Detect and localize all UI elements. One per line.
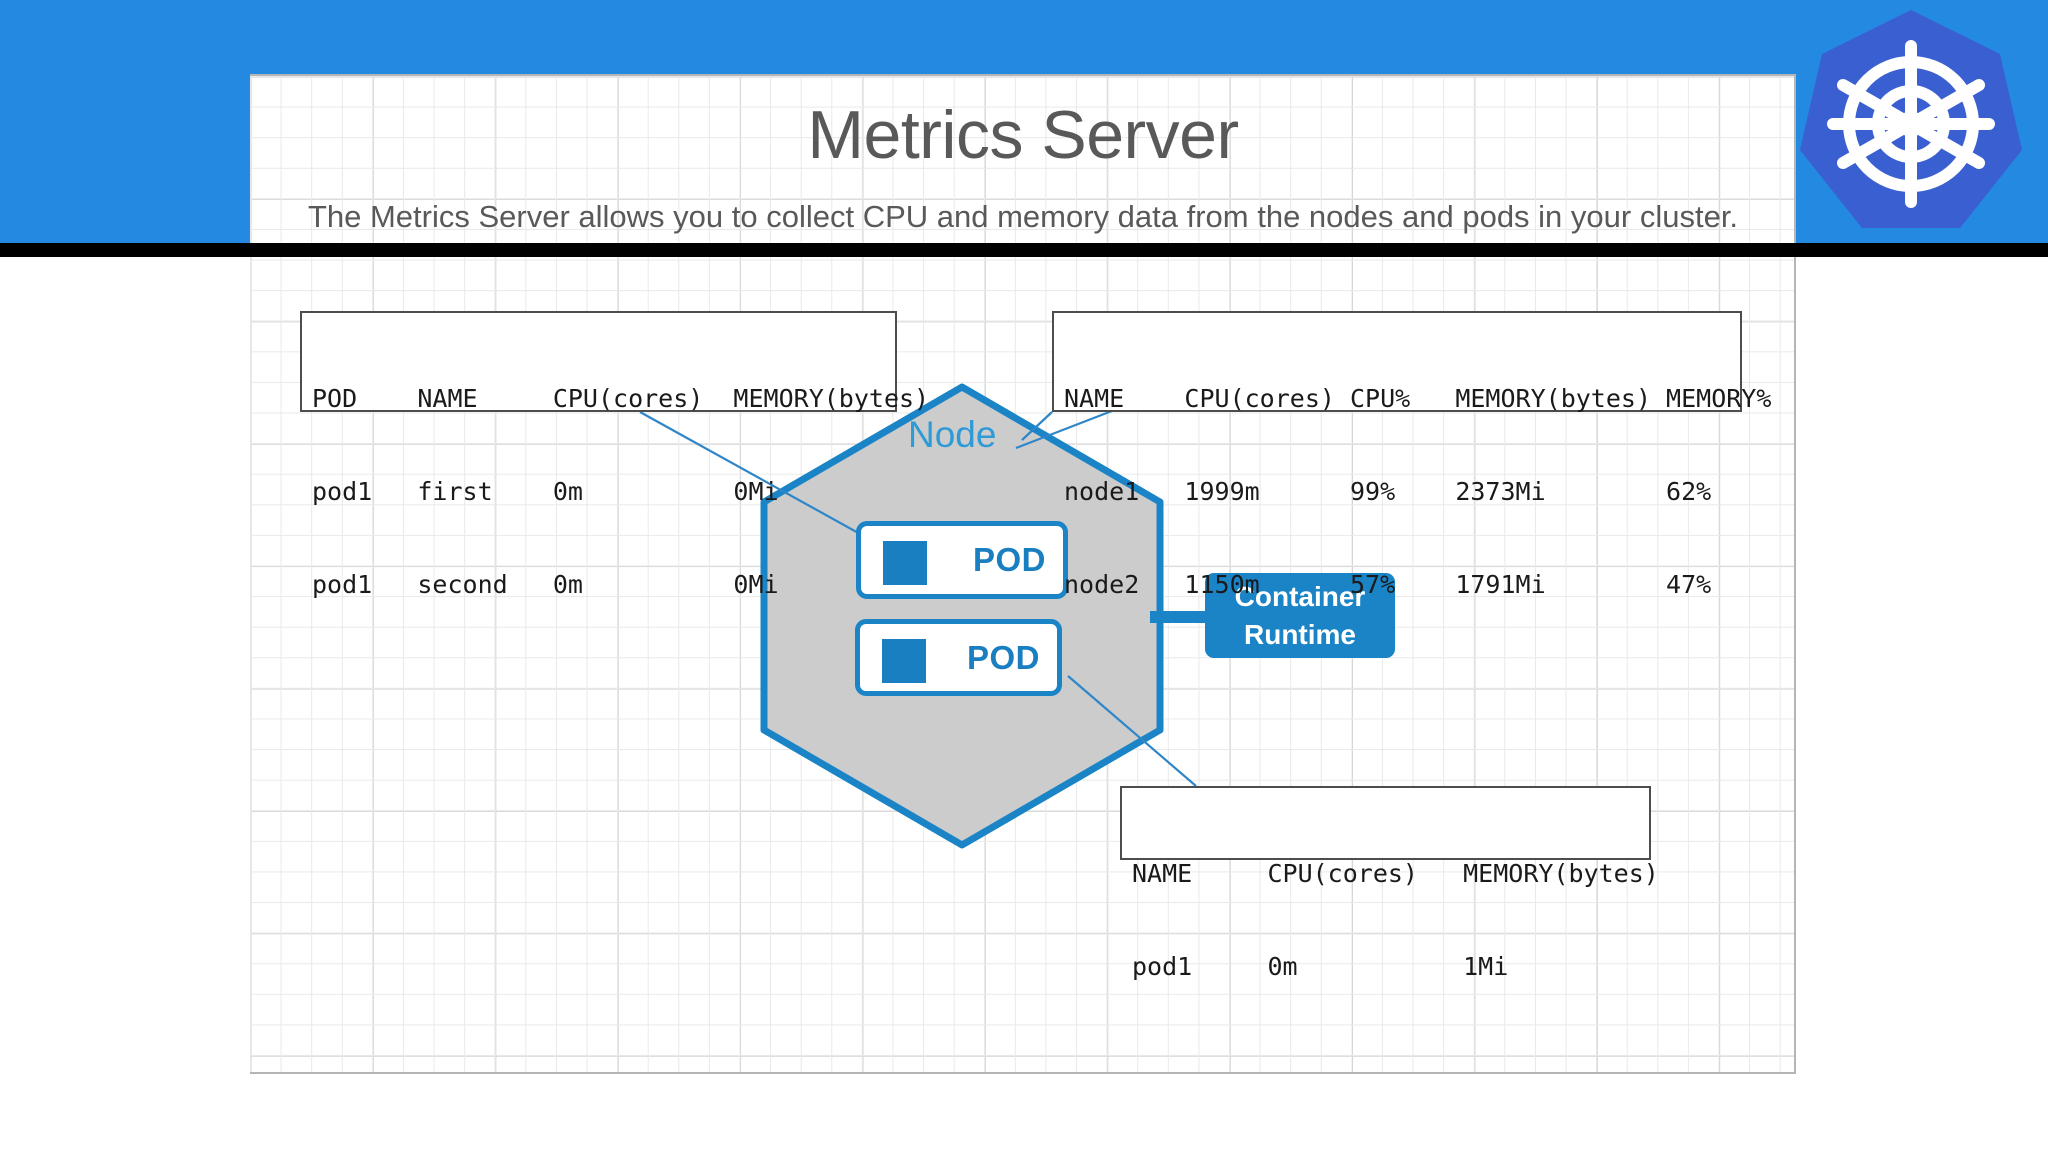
connector-pods-table-to-pod1 — [639, 411, 881, 546]
container-runtime-box[interactable]: Container Runtime — [1205, 573, 1395, 658]
table-header-row: POD NAME CPU(cores) MEMORY(bytes) — [312, 384, 930, 413]
table-row: pod1 first 0m 0Mi — [312, 477, 779, 506]
table-row: node2 1150m 57% 1791Mi 47% — [1064, 570, 1712, 599]
node-label: Node — [908, 414, 997, 455]
banner-divider-strip — [0, 243, 2048, 257]
table-row: pod1 second 0m 0Mi — [312, 570, 779, 599]
pod-label: POD — [966, 638, 1040, 676]
connector-pod2-to-pod-table — [1067, 675, 1197, 787]
node-metrics-table: NAME CPU(cores) CPU% MEMORY(bytes) MEMOR… — [1052, 311, 1772, 599]
pod-container-icon — [882, 639, 926, 683]
pod-box[interactable]: POD — [856, 521, 1068, 599]
container-runtime-line2: Runtime — [1244, 618, 1356, 650]
pod-label: POD — [972, 541, 1046, 578]
single-pod-metrics-table: NAME CPU(cores) MEMORY(bytes) pod1 0m 1M… — [1120, 786, 1659, 981]
pods-all-metrics-table: POD NAME CPU(cores) MEMORY(bytes) pod1 f… — [300, 311, 930, 599]
pod-container-icon — [883, 541, 927, 585]
table-row: pod1 0m 1Mi — [1132, 952, 1509, 981]
container-runtime-line1: Container — [1234, 580, 1366, 612]
wheel-hub-icon — [1898, 111, 1924, 137]
table-header-row: NAME CPU(cores) CPU% MEMORY(bytes) MEMOR… — [1064, 384, 1772, 413]
pod-box[interactable]: POD — [855, 619, 1062, 696]
page-title: Metrics Server — [807, 97, 1239, 173]
connector-nodes-table-to-node-b — [1021, 411, 1053, 441]
page-subtitle: The Metrics Server allows you to collect… — [307, 199, 1739, 234]
table-header-row: NAME CPU(cores) MEMORY(bytes) — [1132, 859, 1659, 888]
kubernetes-logo — [1800, 10, 2022, 228]
slide-canvas — [250, 74, 1796, 1074]
node-hexagon[interactable] — [760, 383, 1164, 849]
table-row: node1 1999m 99% 2373Mi 62% — [1064, 477, 1712, 506]
